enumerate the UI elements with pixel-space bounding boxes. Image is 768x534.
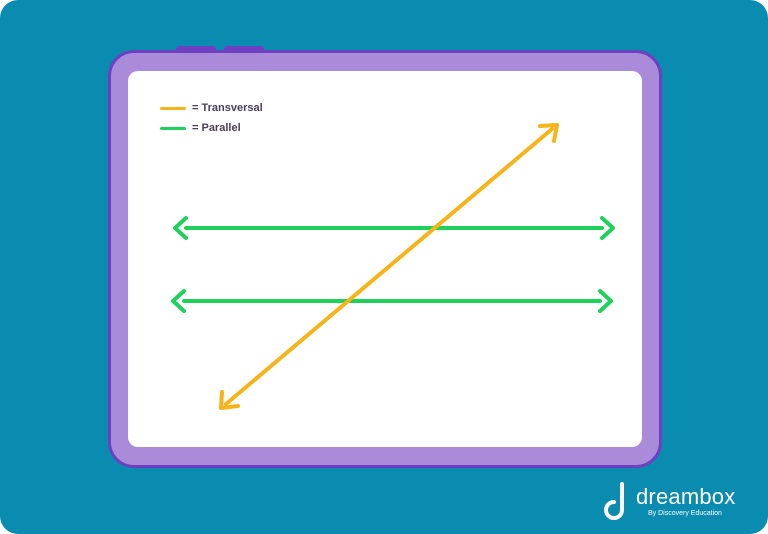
tablet-button <box>224 46 264 52</box>
legend-item-parallel: = Parallel <box>160 118 263 138</box>
parallel-line-bottom <box>171 289 613 313</box>
parallel-swatch <box>160 126 186 130</box>
legend: = Transversal = Parallel <box>160 98 263 138</box>
dreambox-logo-icon <box>604 482 624 520</box>
tablet-button <box>176 46 216 52</box>
brand-tagline: By Discovery Education <box>648 510 722 517</box>
legend-item-transversal: = Transversal <box>160 98 263 118</box>
legend-transversal-label: = Transversal <box>192 102 263 114</box>
parallel-line-top <box>173 216 615 240</box>
dreambox-logo: dreambox By Discovery Education <box>604 478 744 522</box>
legend-parallel-label: = Parallel <box>192 122 241 134</box>
transversal-swatch <box>160 106 186 110</box>
brand-name: dreambox <box>636 484 736 509</box>
transversal-line <box>219 123 559 410</box>
